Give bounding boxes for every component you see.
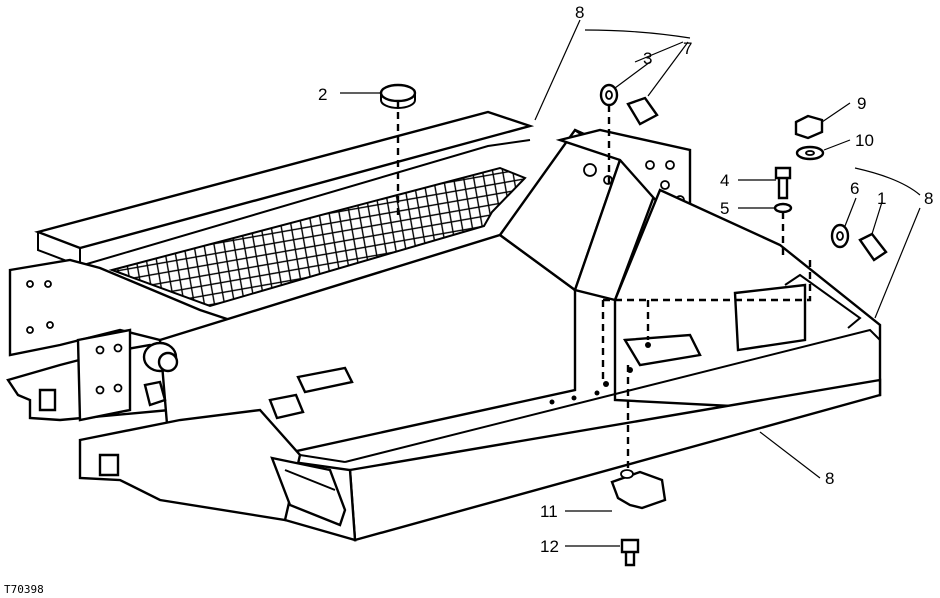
assembly-lines: [396, 100, 812, 470]
callout-8-top: 8: [575, 3, 584, 22]
figure-id: T70398: [4, 583, 44, 596]
callout-8-bottom: 8: [825, 469, 834, 488]
mesh-floor: [108, 166, 527, 308]
bolt-part-12: [620, 538, 640, 567]
callout-6: 6: [850, 179, 859, 198]
callout-7: 7: [683, 39, 692, 58]
hardware-items: [379, 83, 888, 567]
callout-5: 5: [720, 199, 729, 218]
plug-part-2: [379, 83, 417, 103]
callout-2: 2: [318, 85, 327, 104]
callout-3: 3: [643, 49, 652, 68]
nut-part-9: [794, 114, 824, 140]
frame-assembly: [6, 110, 882, 542]
callout-8-right: 8: [924, 189, 933, 208]
leader-lines: [340, 19, 921, 547]
callout-11: 11: [540, 502, 558, 521]
pin-part-1: [858, 232, 888, 262]
callout-1: 1: [877, 189, 886, 208]
clamp-part-11: [610, 470, 667, 510]
washer-part-5: [773, 202, 793, 214]
bolt-part-4: [774, 166, 792, 200]
callout-12: 12: [540, 537, 559, 556]
callout-labels: 8 2 3 7 9 10 4 5 6 1 8 8 11 12 T70398: [4, 3, 933, 596]
pin-part-7: [626, 96, 659, 126]
callout-4: 4: [720, 171, 729, 190]
callout-9: 9: [857, 94, 866, 113]
callout-10: 10: [855, 131, 874, 150]
